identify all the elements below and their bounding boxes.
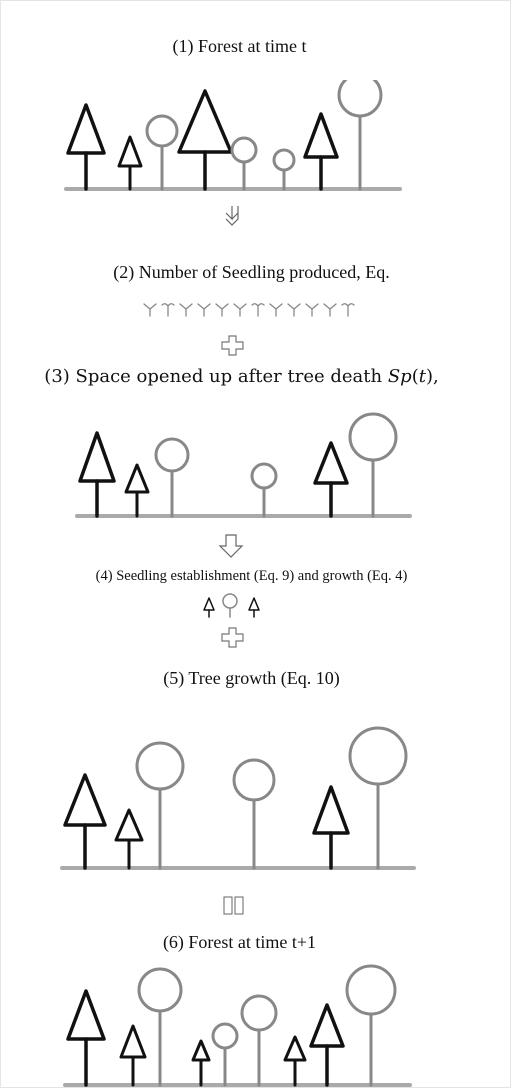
plus-icon bbox=[221, 627, 244, 648]
seedling-icon bbox=[179, 303, 193, 317]
seedling-icon bbox=[161, 303, 175, 317]
step-3-label: (3) Space opened up after tree death Sp(… bbox=[0, 366, 497, 387]
seedling-icon bbox=[323, 303, 337, 317]
step-6-label: (6) Forest at time t+1 bbox=[162, 932, 317, 952]
plus-icon bbox=[221, 335, 244, 356]
broadleaf-tree bbox=[135, 741, 185, 870]
conifer-tree bbox=[63, 773, 107, 870]
seedling-icon bbox=[341, 303, 355, 317]
broadleaf-tree bbox=[240, 994, 278, 1087]
conifer-sapling bbox=[248, 597, 260, 618]
broadleaf-sapling bbox=[222, 593, 238, 618]
step-3-text: (3) Space opened up after tree death bbox=[44, 366, 388, 387]
broadleaf-tree bbox=[345, 964, 397, 1087]
broadleaf-tree bbox=[337, 80, 383, 191]
down-arrow-icon bbox=[225, 206, 239, 226]
seedling-icon bbox=[269, 303, 283, 317]
step-3-func: Sp bbox=[387, 366, 412, 387]
seedling-icon bbox=[197, 303, 211, 317]
broadleaf-tree bbox=[348, 412, 398, 518]
conifer-tree bbox=[312, 785, 350, 870]
broadleaf-tree bbox=[272, 148, 296, 191]
step-3-paren: ( bbox=[411, 366, 419, 387]
conifer-tree bbox=[117, 135, 143, 191]
broadleaf-tree bbox=[211, 1022, 239, 1087]
conifer-tree bbox=[124, 463, 150, 518]
conifer-tree bbox=[66, 989, 106, 1087]
conifer-tree bbox=[119, 1024, 147, 1087]
conifer-sapling bbox=[203, 597, 215, 618]
conifer-tree bbox=[309, 1003, 345, 1087]
broadleaf-tree bbox=[145, 114, 179, 191]
step-5-label: (5) Tree growth (Eq. 10) bbox=[163, 668, 340, 688]
seedling-icon bbox=[143, 303, 157, 317]
broadleaf-tree bbox=[230, 136, 258, 191]
seedling-icon bbox=[251, 303, 265, 317]
conifer-tree bbox=[66, 103, 106, 191]
conifer-tree bbox=[177, 89, 233, 191]
forest-space-opened bbox=[75, 412, 412, 518]
broadleaf-tree bbox=[250, 462, 278, 518]
step-3-var: t bbox=[418, 366, 426, 387]
conifer-tree bbox=[191, 1039, 211, 1087]
down-arrow-broken-icon bbox=[223, 896, 244, 915]
seedling-icon bbox=[215, 303, 229, 317]
conifer-tree bbox=[283, 1035, 307, 1087]
step-2-label: (2) Number of Seedling produced, Eq. bbox=[113, 262, 390, 282]
forest-time-t bbox=[64, 80, 402, 191]
broadleaf-tree bbox=[348, 726, 408, 870]
seedling-icon bbox=[305, 303, 319, 317]
step-3-close: ), bbox=[425, 366, 439, 387]
seedling-saplings bbox=[203, 593, 260, 618]
broadleaf-tree bbox=[137, 967, 183, 1087]
conifer-tree bbox=[78, 431, 116, 518]
conifer-tree bbox=[114, 808, 144, 870]
broadleaf-tree bbox=[232, 758, 276, 870]
forest-time-t-plus-1 bbox=[63, 964, 412, 1087]
seedling-icon bbox=[287, 303, 301, 317]
step-4-label: (4) Seedling establishment (Eq. 9) and g… bbox=[95, 568, 408, 584]
conifer-tree bbox=[303, 112, 339, 191]
seedling-icon bbox=[233, 303, 247, 317]
conifer-tree bbox=[313, 441, 349, 518]
seedlings-row bbox=[143, 303, 355, 317]
step-1-label: (1) Forest at time t bbox=[172, 36, 307, 56]
down-arrow-icon bbox=[218, 534, 244, 558]
forest-tree-growth bbox=[60, 726, 416, 870]
broadleaf-tree bbox=[154, 437, 190, 518]
